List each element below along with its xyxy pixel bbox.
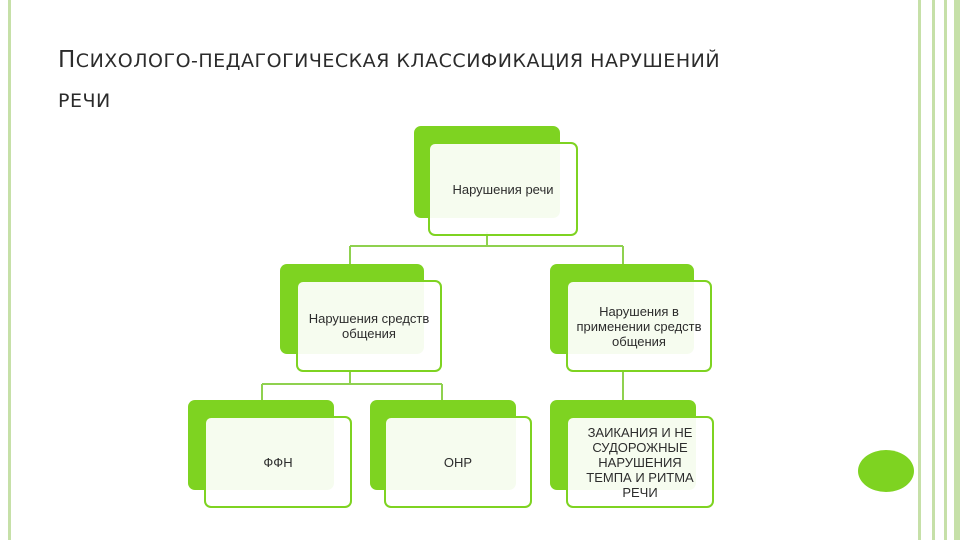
title-line-2: РЕЧИ: [58, 90, 111, 112]
node-stuttering-label: ЗАИКАНИЯ И НЕ СУДОРОЖНЫЕ НАРУШЕНИЯ ТЕМПА…: [586, 424, 694, 500]
frame-line-right: [932, 0, 935, 540]
frame-line-right: [954, 0, 960, 540]
node-onr-label: ОНР: [443, 454, 473, 470]
node-ffn-label: ФФН: [263, 454, 293, 470]
decorative-circle: [858, 450, 914, 492]
node-onr: ОНР: [384, 416, 532, 508]
node-means-disorders-label: Нарушения средств общения: [308, 311, 430, 341]
title-line-1: СИХОЛОГО-ПЕДАГОГИЧЕСКАЯ КЛАССИФИКАЦИЯ НА…: [75, 50, 721, 72]
node-root: Нарушения речи: [428, 142, 578, 236]
node-usage-disorders-label: Нарушения в применении средств общения: [576, 303, 702, 349]
frame-line-left: [8, 0, 11, 540]
node-stuttering: ЗАИКАНИЯ И НЕ СУДОРОЖНЫЕ НАРУШЕНИЯ ТЕМПА…: [566, 416, 714, 508]
node-ffn: ФФН: [204, 416, 352, 508]
node-means-disorders: Нарушения средств общения: [296, 280, 442, 372]
slide-title: ПСИХОЛОГО-ПЕДАГОГИЧЕСКАЯ КЛАССИФИКАЦИЯ Н…: [58, 40, 858, 121]
title-first-letter: П: [58, 47, 76, 73]
frame-line-right: [944, 0, 947, 540]
node-usage-disorders: Нарушения в применении средств общения: [566, 280, 712, 372]
frame-line-right: [918, 0, 921, 540]
node-root-label: Нарушения речи: [452, 181, 554, 197]
